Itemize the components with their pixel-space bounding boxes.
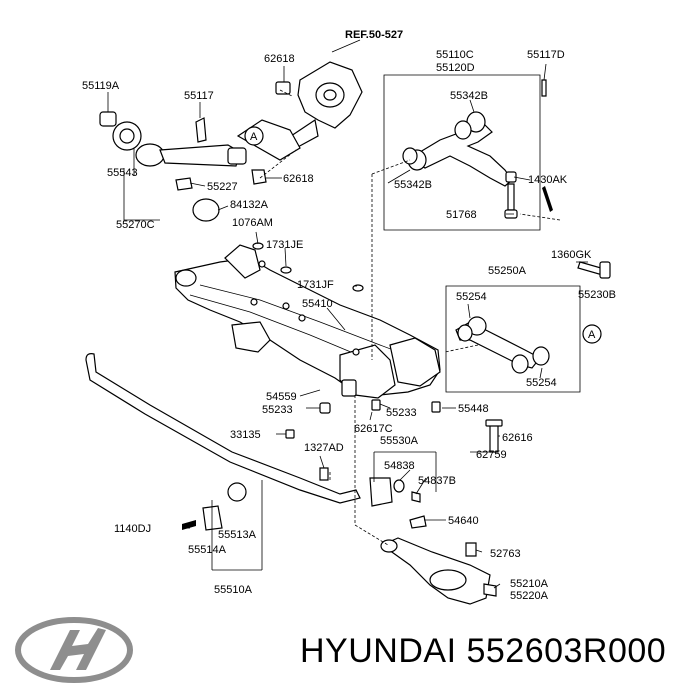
label-circle-a-right: A <box>588 329 596 341</box>
hyundai-logo <box>15 617 133 683</box>
label-1430ak: 1430AK <box>528 174 568 186</box>
label-1076am: 1076AM <box>232 217 273 229</box>
label-1731je: 1731JE <box>266 239 303 251</box>
label-1360gk: 1360GK <box>551 249 592 261</box>
lateral-arm-assembly <box>455 261 611 453</box>
part-labels: REF.50-527 62618 55110C 55120D 55117D 55… <box>82 29 616 602</box>
label-1731jf: 1731JF <box>297 279 334 291</box>
label-55254-top: 55254 <box>456 291 487 303</box>
label-55342b-bottom: 55342B <box>394 179 432 191</box>
label-62616: 62616 <box>502 432 533 444</box>
label-55342b-top: 55342B <box>450 90 488 102</box>
label-55543: 55543 <box>107 167 138 179</box>
crossmember-subframe <box>174 242 441 439</box>
group-brackets <box>123 74 581 571</box>
stabilizer-bar <box>85 353 421 531</box>
label-51768: 51768 <box>446 209 477 221</box>
label-1327ad: 1327AD <box>304 442 344 454</box>
label-55510a: 55510A <box>214 584 253 596</box>
label-ref-50-527: REF.50-527 <box>345 29 403 41</box>
label-55120d: 55120D <box>436 62 475 74</box>
reference-dashed-lines <box>259 89 561 546</box>
label-84132a: 84132A <box>230 199 269 211</box>
label-54640: 54640 <box>448 515 479 527</box>
label-55514a: 55514A <box>188 544 227 556</box>
leader-lines <box>107 39 588 589</box>
label-55448: 55448 <box>458 403 489 415</box>
label-55410: 55410 <box>302 298 333 310</box>
label-55233-left: 55233 <box>262 404 293 416</box>
label-62759: 62759 <box>476 449 507 461</box>
circle-marker-a-left <box>244 126 264 146</box>
label-55220a: 55220A <box>510 590 549 602</box>
label-55230b: 55230B <box>578 289 616 301</box>
label-62618-mid: 62618 <box>283 173 314 185</box>
label-55227: 55227 <box>207 181 238 193</box>
label-54559: 54559 <box>266 391 297 403</box>
label-54837b: 54837B <box>418 475 456 487</box>
label-55513a: 55513A <box>218 529 257 541</box>
upper-control-arm <box>402 79 553 219</box>
label-52763: 52763 <box>490 548 521 560</box>
label-55233-mid: 55233 <box>386 407 417 419</box>
brand-part-number: HYUNDAI 552603R000 <box>300 632 667 670</box>
label-55110c: 55110C <box>436 49 474 61</box>
label-33135: 33135 <box>230 429 261 441</box>
label-55530a: 55530A <box>380 435 419 447</box>
label-55270c: 55270C <box>116 219 155 231</box>
label-54838: 54838 <box>384 460 415 472</box>
label-55254-bottom: 55254 <box>526 377 557 389</box>
label-55119a: 55119A <box>82 80 120 92</box>
trailing-arm-bushing <box>99 111 301 222</box>
label-62618-top: 62618 <box>264 53 295 65</box>
label-62617c: 62617C <box>354 423 393 435</box>
circle-marker-a-right <box>582 324 602 344</box>
lower-control-arm <box>380 515 497 605</box>
label-55117d: 55117D <box>527 49 565 61</box>
label-55210a: 55210A <box>510 578 549 590</box>
label-1140dj: 1140DJ <box>114 523 151 535</box>
label-55117: 55117 <box>184 90 214 102</box>
label-circle-a-left: A <box>250 131 258 143</box>
label-55250a: 55250A <box>488 265 527 277</box>
